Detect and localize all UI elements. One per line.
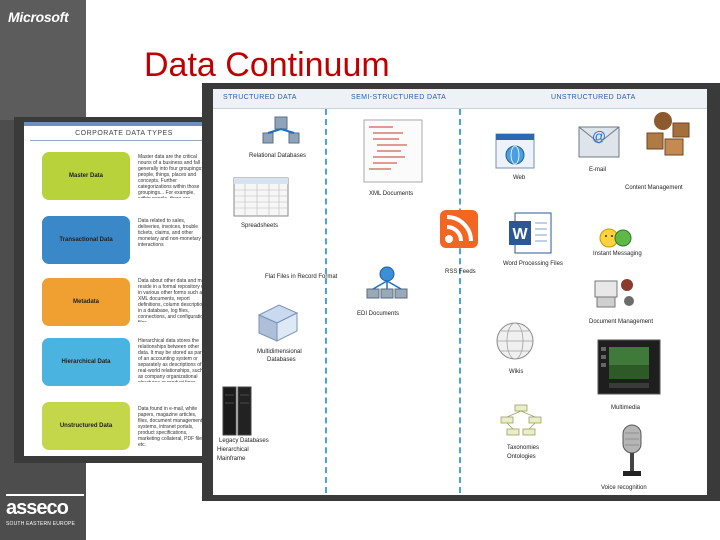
multidimensional-label-2: Databases (267, 357, 296, 363)
flat-files-label: Flat Files in Record Format (265, 274, 337, 280)
multimedia-icon (597, 339, 661, 395)
instant-messaging-icon (599, 225, 633, 251)
taxonomy-icon (499, 403, 543, 439)
svg-text:@: @ (592, 128, 606, 144)
spreadsheets-label: Spreadsheets (241, 223, 278, 229)
web-icon (495, 133, 535, 169)
metadata-desc: Data about other data and may reside in … (138, 278, 208, 322)
multimedia-label: Multimedia (611, 405, 640, 411)
master-data-desc: Master data are the critical nouns of a … (138, 154, 208, 198)
word-processing-label: Word Processing Files (503, 261, 563, 267)
corporate-data-title: CORPORATE DATA TYPES (24, 130, 224, 137)
content-management-label: Content Management (625, 185, 683, 191)
legacy-databases-label: Legacy Databases (219, 438, 269, 444)
master-data-box: Master Data (42, 152, 130, 200)
taxonomies-label: Taxonomies (507, 445, 539, 451)
spreadsheet-icon (233, 177, 289, 217)
asseco-region: SOUTH EASTERN EUROPE (6, 521, 84, 527)
word-processing-icon: W (507, 211, 553, 255)
xml-documents-label: XML Documents (369, 191, 413, 197)
hierarchical-data-box: Hierarchical Data (42, 338, 130, 386)
svg-text:W: W (512, 226, 528, 243)
divider-structured-semi (325, 109, 327, 493)
hierarchical-data-desc: Hierarchical data stores the relationshi… (138, 338, 208, 382)
rss-feeds-label: RSS Feeds (445, 269, 476, 275)
microsoft-logo: Microsoft (8, 9, 68, 25)
unstructured-data-desc: Data found in e-mail, white papers, maga… (138, 406, 208, 450)
corporate-title-rule (30, 140, 220, 141)
multidimensional-database-icon (251, 301, 301, 345)
data-continuum-panel: STRUCTURED DATA SEMI-STRUCTURED DATA UNS… (213, 89, 707, 495)
email-icon: @ (577, 119, 621, 159)
microphone-icon (617, 423, 647, 481)
document-management-label: Document Management (589, 319, 653, 325)
divider-semi-unstructured (459, 109, 461, 493)
multidimensional-label: Multidimensional (257, 349, 302, 355)
wikis-label: Wikis (509, 369, 523, 375)
document-management-icon (593, 271, 639, 311)
ontologies-label: Ontologies (507, 454, 536, 460)
transactional-data-box: Transactional Data (42, 216, 130, 264)
mainframe-icon (221, 385, 253, 437)
header-structured: STRUCTURED DATA (223, 94, 297, 101)
metadata-box: Metadata (42, 278, 130, 326)
relational-databases-label: Relational Databases (249, 153, 306, 159)
web-label: Web (513, 175, 525, 181)
legacy-mainframe-label: Mainframe (217, 456, 245, 462)
header-semi-structured: SEMI-STRUCTURED DATA (351, 94, 446, 101)
rss-feed-icon (439, 209, 479, 249)
header-unstructured: UNSTRUCTURED DATA (551, 94, 636, 101)
continuum-header: STRUCTURED DATA SEMI-STRUCTURED DATA UNS… (213, 89, 707, 109)
transactional-data-desc: Data related to sales, deliveries, invoi… (138, 218, 208, 262)
unstructured-data-box: Unstructured Data (42, 402, 130, 450)
edi-network-icon (365, 265, 409, 303)
wiki-icon (493, 319, 537, 363)
voice-recognition-label: Voice recognition (601, 485, 647, 491)
legacy-hierarchical-label: Hierarchical (217, 447, 249, 453)
xml-document-icon (363, 119, 423, 183)
slide-title: Data Continuum (144, 46, 390, 85)
edi-documents-label: EDI Documents (357, 311, 399, 317)
asseco-wordmark: asseco (6, 494, 84, 520)
relational-database-icon (261, 115, 301, 149)
content-management-icon (643, 109, 695, 159)
email-label: E-mail (589, 167, 606, 173)
instant-messaging-label: Instant Messaging (593, 251, 642, 257)
asseco-logo: asseco SOUTH EASTERN EUROPE (6, 494, 84, 527)
